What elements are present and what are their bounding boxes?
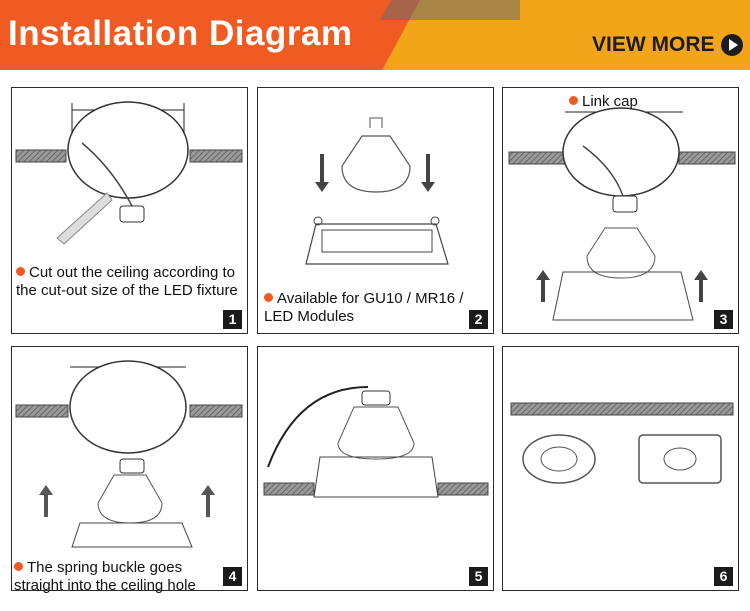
step-number-5: 5 [469,567,488,586]
step-4-caption-text: The spring buckle goes straight into the… [14,559,196,594]
bullet-icon [569,96,578,105]
view-more-link[interactable]: VIEW MORE [592,33,743,57]
step-panel-3: Link cap 3 [502,87,739,334]
bullet-icon [16,267,25,276]
step-number-2: 2 [469,310,488,329]
step-number-6: 6 [714,567,733,586]
play-icon [720,34,743,56]
header-banner: Installation Diagram VIEW MORE [0,0,750,70]
step-2-caption: Available for GU10 / MR16 / LED Modules [264,290,489,326]
title-background [0,0,420,70]
page-title: Installation Diagram [8,14,353,53]
step-4-illustration [15,360,243,548]
step-2-caption-text: Available for GU10 / MR16 / LED Modules [264,290,464,325]
step-3-illustration [508,107,736,321]
step-2-illustration [305,117,449,265]
step-panel-5: 5 [257,346,494,591]
step-1-caption-text: Cut out the ceiling according to the cut… [16,264,238,299]
step-number-1: 1 [223,310,242,329]
bullet-icon [264,293,273,302]
step-1-illustration [15,101,243,245]
link-cap-text: Link cap [582,93,638,110]
header-accent [380,0,520,20]
step-5-illustration [263,386,489,498]
bullet-icon [14,562,23,571]
step-panel-4: The spring buckle goes straight into the… [11,346,248,594]
step-6-illustration [510,402,734,484]
step-number-4: 4 [223,567,242,586]
link-cap-label: Link cap [569,93,729,111]
step-panel-2: Available for GU10 / MR16 / LED Modules … [257,87,494,334]
view-more-label: VIEW MORE [592,33,715,56]
step-panel-6: 6 [502,346,739,591]
step-number-3: 3 [714,310,733,329]
step-1-caption: Cut out the ceiling according to the cut… [16,264,248,300]
step-4-caption: The spring buckle goes straight into the… [14,559,224,595]
step-panel-1: Cut out the ceiling according to the cut… [11,87,248,334]
